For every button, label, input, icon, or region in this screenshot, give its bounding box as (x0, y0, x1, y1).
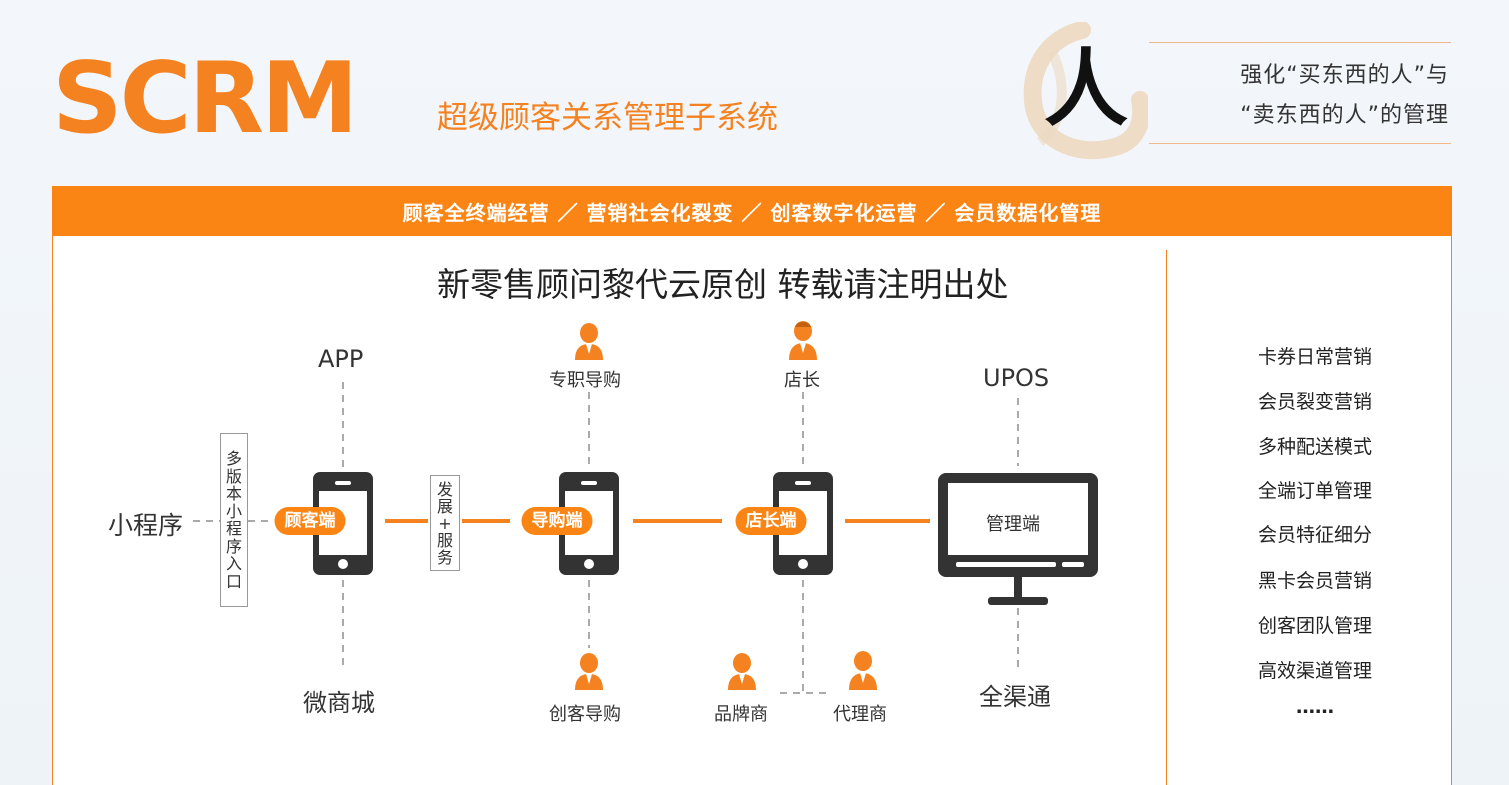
page-subtitle: 超级顾客关系管理子系统 (437, 100, 778, 136)
feature-item: 高效渠道管理 (1257, 660, 1372, 682)
brush-ren-icon: 人 (1023, 22, 1148, 160)
label-mini-program: 小程序 (108, 511, 184, 540)
feature-item-more: …… (1296, 696, 1334, 718)
feature-item: 会员特征细分 (1257, 524, 1372, 546)
multi-version-entry-box: 多版本小程序入口 (220, 433, 248, 607)
feature-banner: 顾客全终端经营 ／ 营销社会化裂变 ／ 创客数字化运营 ／ 会员数据化管理 (52, 186, 1452, 236)
feature-item: 卡券日常营销 (1257, 346, 1372, 368)
person-brand-icon (728, 653, 756, 690)
pill-guide-end: 导购端 (521, 507, 593, 535)
brush-char: 人 (1044, 39, 1128, 138)
feature-item: 黑卡会员营销 (1257, 570, 1372, 592)
label-admin-end: 管理端 (986, 514, 1040, 535)
slogan: 强化“买东西的人”与 “卖东西的人”的管理 (1149, 42, 1451, 144)
label-upos: UPOS (983, 364, 1050, 392)
label-app: APP (318, 345, 364, 373)
feature-item: 全端订单管理 (1257, 480, 1372, 502)
label-micro-mall: 微商城 (303, 689, 375, 717)
label-dedicated-guide: 专职导购 (549, 370, 621, 391)
person-agent-icon (849, 651, 877, 690)
person-dedicated-guide-icon (575, 323, 603, 360)
label-store-manager: 店长 (784, 370, 820, 391)
slogan-line-1: 强化“买东西的人”与 (1240, 63, 1449, 88)
diagram-title: 新零售顾问黎代云原创 转载请注明出处 (437, 265, 1009, 304)
develop-service-box: 发展+服务 (430, 475, 460, 571)
label-creator-guide: 创客导购 (549, 704, 621, 725)
label-agent: 代理商 (833, 704, 887, 725)
feature-item: 创客团队管理 (1257, 615, 1372, 637)
panel-divider (1166, 250, 1167, 785)
pill-manager-end: 店长端 (735, 507, 807, 535)
person-creator-guide-icon (575, 653, 603, 690)
slogan-line-2: “卖东西的人”的管理 (1240, 103, 1449, 128)
label-omni-channel: 全渠通 (979, 683, 1051, 711)
feature-item: 会员裂变营销 (1257, 391, 1372, 413)
person-store-manager-icon (789, 321, 817, 360)
pill-customer-end: 顾客端 (274, 507, 346, 535)
feature-item: 多种配送模式 (1257, 436, 1372, 458)
monitor-icon (938, 473, 1098, 605)
label-brand: 品牌商 (714, 704, 768, 725)
scrm-logo: SCRM (52, 42, 358, 156)
